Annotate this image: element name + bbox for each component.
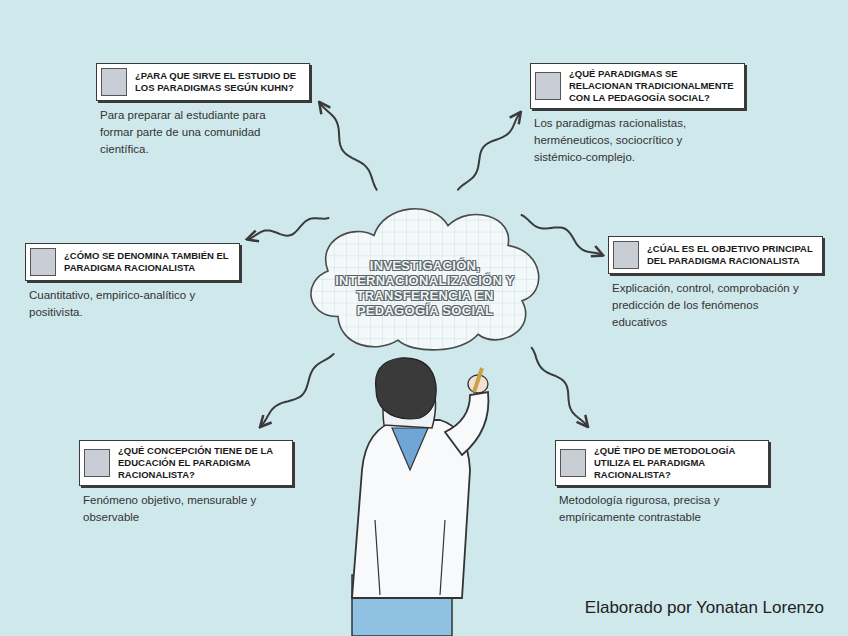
question-node: ¿CÓMO SE DENOMINA TAMBIÉN EL PARADIGMA R…: [25, 243, 240, 321]
question-box: ¿PARA QUE SIRVE EL ESTUDIO DE LOS PARADI…: [96, 63, 310, 101]
hoodie-fold: [440, 520, 445, 595]
icon-square: [84, 449, 110, 477]
squiggle-arrow: [261, 354, 334, 426]
icon-square: [613, 241, 639, 269]
raised-arm: [445, 392, 488, 455]
question-box: ¿CÓMO SE DENOMINA TAMBIÉN EL PARADIGMA R…: [25, 243, 240, 281]
question-text: ¿CÚAL ES EL OBJETIVO PRINCIPAL DEL PARAD…: [647, 243, 816, 267]
question-box: ¿QUÉ TIPO DE METODOLOGÍA UTILIZA EL PARA…: [555, 440, 769, 486]
icon-square: [101, 68, 127, 96]
answer-text: Para preparar al estudiante para formar …: [100, 107, 300, 158]
question-text: ¿QUÉ PARADIGMAS SE RELACIONAN TRADICIONA…: [569, 68, 738, 104]
answer-text: Cuantitativo, empirico-analítico y posit…: [29, 287, 230, 321]
central-title: INVESTIGACIÓN, INTERNACIONALIZACIÓN Y TR…: [318, 258, 532, 318]
icon-square: [560, 449, 586, 477]
answer-text: Los paradigmas racionalistas, herméneuti…: [534, 115, 735, 166]
question-box: ¿CÚAL ES EL OBJETIVO PRINCIPAL DEL PARAD…: [608, 236, 823, 274]
question-node: ¿PARA QUE SIRVE EL ESTUDIO DE LOS PARADI…: [96, 63, 310, 158]
answer-text: Metodología rigurosa, precisa y empírica…: [559, 492, 759, 526]
question-text: ¿QUÉ TIPO DE METODOLOGÍA UTILIZA EL PARA…: [594, 445, 762, 481]
answer-text: Explicación, control, comprobación y pre…: [612, 280, 813, 331]
pen: [474, 368, 482, 392]
squiggle-arrow: [458, 113, 520, 190]
answer-text: Fenómeno objetivo, mensurable y observab…: [83, 492, 283, 526]
collar: [392, 428, 428, 470]
question-text: ¿QUÉ CONCEPCIÓN TIENE DE LA EDUCACIÓN EL…: [118, 445, 286, 481]
question-node: ¿QUÉ CONCEPCIÓN TIENE DE LA EDUCACIÓN EL…: [79, 440, 293, 526]
question-box: ¿QUÉ CONCEPCIÓN TIENE DE LA EDUCACIÓN EL…: [79, 440, 293, 486]
hoodie: [352, 420, 470, 598]
central-cloud: INVESTIGACIÓN, INTERNACIONALIZACIÓN Y TR…: [298, 196, 552, 354]
question-node: ¿CÚAL ES EL OBJETIVO PRINCIPAL DEL PARAD…: [608, 236, 823, 331]
squiggle-arrow: [532, 348, 587, 426]
question-text: ¿CÓMO SE DENOMINA TAMBIÉN EL PARADIGMA R…: [64, 250, 233, 274]
question-text: ¿PARA QUE SIRVE EL ESTUDIO DE LOS PARADI…: [135, 70, 303, 94]
question-node: ¿QUÉ TIPO DE METODOLOGÍA UTILIZA EL PARA…: [555, 440, 769, 526]
author-credit: Elaborado por Yonatan Lorenzo: [585, 598, 824, 618]
squiggle-arrow: [248, 218, 329, 239]
hoodie-fold: [375, 520, 380, 595]
squiggle-arrow: [522, 215, 603, 255]
squiggle-arrow: [320, 103, 377, 190]
question-node: ¿QUÉ PARADIGMAS SE RELACIONAN TRADICIONA…: [530, 63, 745, 166]
icon-square: [30, 248, 56, 276]
icon-square: [535, 72, 561, 100]
hair: [376, 358, 437, 419]
question-box: ¿QUÉ PARADIGMAS SE RELACIONAN TRADICIONA…: [530, 63, 745, 109]
